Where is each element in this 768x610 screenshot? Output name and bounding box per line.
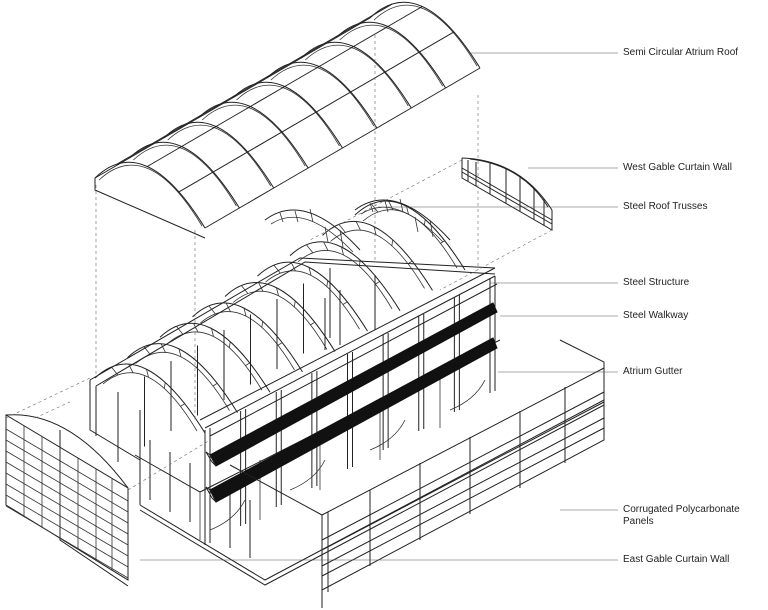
label-west-gable-curtain-wall: West Gable Curtain Wall xyxy=(623,162,732,173)
roof-rib-inner xyxy=(270,64,375,127)
truss-web xyxy=(143,343,218,387)
truss-top-chord xyxy=(224,282,336,352)
label-atrium-gutter: Atrium Gutter xyxy=(623,366,683,377)
roof-rib-inner xyxy=(98,164,203,227)
steel-structure xyxy=(89,257,605,586)
label-panels: Panels xyxy=(623,516,654,527)
truss-top-chord xyxy=(354,199,451,241)
truss-web xyxy=(176,323,250,366)
truss-top-chord xyxy=(94,363,206,434)
label-corrugated-polycarbonate: Corrugated Polycarbonate xyxy=(623,504,740,515)
semi-circular-atrium-roof xyxy=(94,1,481,239)
truss-web xyxy=(111,363,185,407)
west-gable-curtain-wall xyxy=(461,157,553,231)
truss-bottom-chord xyxy=(360,206,444,243)
roof-purlin xyxy=(178,31,455,193)
label-east-gable-curtain-wall: East Gable Curtain Wall xyxy=(623,554,730,565)
roof-rib-inner xyxy=(201,104,306,167)
truss-bottom-chord xyxy=(270,216,354,253)
truss-top-chord xyxy=(322,220,433,291)
truss-top-chord xyxy=(354,200,466,271)
roof-purlin xyxy=(204,67,481,229)
roof-rib xyxy=(94,161,206,229)
truss-top-chord xyxy=(257,261,368,332)
roof-eave xyxy=(94,178,206,239)
truss-web xyxy=(273,262,348,305)
roof-rib-inner xyxy=(167,124,272,187)
roof-rib-inner xyxy=(236,84,340,147)
roof-purlin xyxy=(146,6,423,167)
truss-top-chord xyxy=(264,209,361,251)
leader-lines xyxy=(140,52,618,561)
truss-web xyxy=(279,208,344,248)
east-gable-mullions xyxy=(5,425,129,579)
roof-rib-inner xyxy=(304,44,409,107)
label-semi-circular-atrium-roof: Semi Circular Atrium Roof xyxy=(623,47,739,58)
truss-web xyxy=(306,241,380,285)
roof-purlin xyxy=(117,3,393,165)
truss-top-chord xyxy=(192,302,303,373)
truss-top-chord xyxy=(289,241,401,312)
roof-rib-inner xyxy=(339,24,443,87)
truss-web xyxy=(241,282,315,326)
label-steel-roof-trusses: Steel Roof Trusses xyxy=(623,201,708,212)
projection-lines xyxy=(5,35,553,491)
roof-rib-inner xyxy=(373,4,478,67)
atrium-gutter-and-side-wall xyxy=(229,339,605,608)
roof-rib-inner xyxy=(133,144,237,207)
label-steel-walkway: Steel Walkway xyxy=(623,310,689,321)
east-gable-mullion-grid xyxy=(5,425,129,579)
roof-purlin xyxy=(94,17,371,179)
label-steel-structure: Steel Structure xyxy=(623,277,690,288)
truss-web xyxy=(338,221,413,265)
steel-roof-trusses xyxy=(94,198,466,434)
truss-top-chord xyxy=(159,322,271,393)
steel-walkway xyxy=(205,302,498,503)
